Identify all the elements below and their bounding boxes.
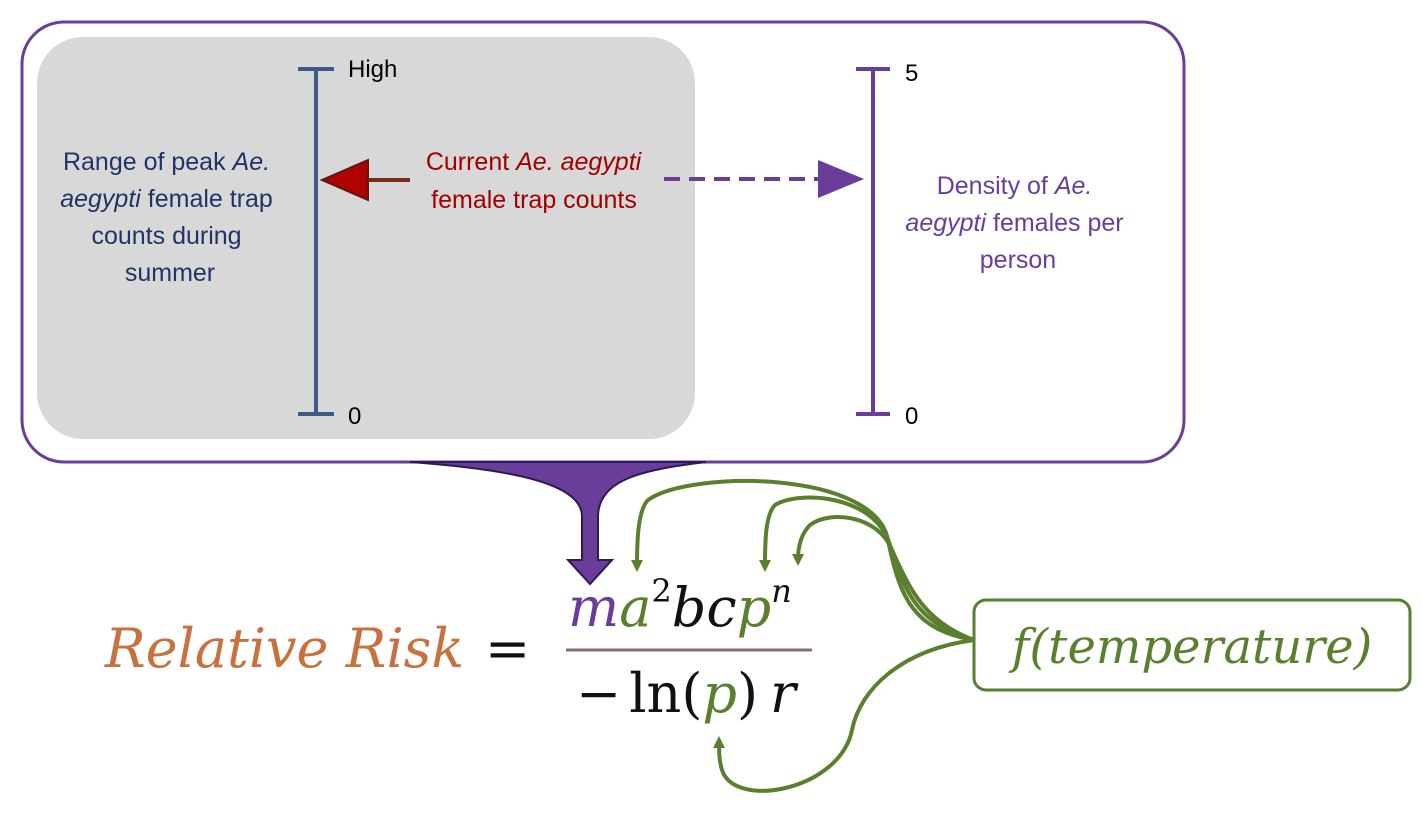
left-scale-bottom-label: 0 [348,403,361,430]
density-arrow [664,160,864,198]
temperature-label: f(temperature) [1009,619,1373,675]
right-scale-bottom-label: 0 [905,403,918,430]
gray-panel [37,37,695,439]
right-scale [856,67,890,416]
left-scale-description: Range of peak Ae. aegypti female trap co… [60,148,280,287]
relative-risk-label: Relative Risk [104,617,464,680]
current-counts-label: Current Ae. aegypti female trap counts [426,148,648,214]
panel-pointer [409,461,707,586]
temperature-connectors [631,478,975,793]
temperature-box [972,598,1412,692]
left-scale [298,67,334,416]
current-count-arrow [319,158,410,202]
right-scale-top-label: 5 [905,60,918,87]
numerator: ma2bcpn [568,572,792,639]
equals-sign: = [485,617,530,680]
denominator: −ln(p)r [576,662,799,725]
left-scale-top-label: High [348,56,397,83]
right-scale-description: Density of Ae. aegypti females per perso… [905,172,1130,274]
